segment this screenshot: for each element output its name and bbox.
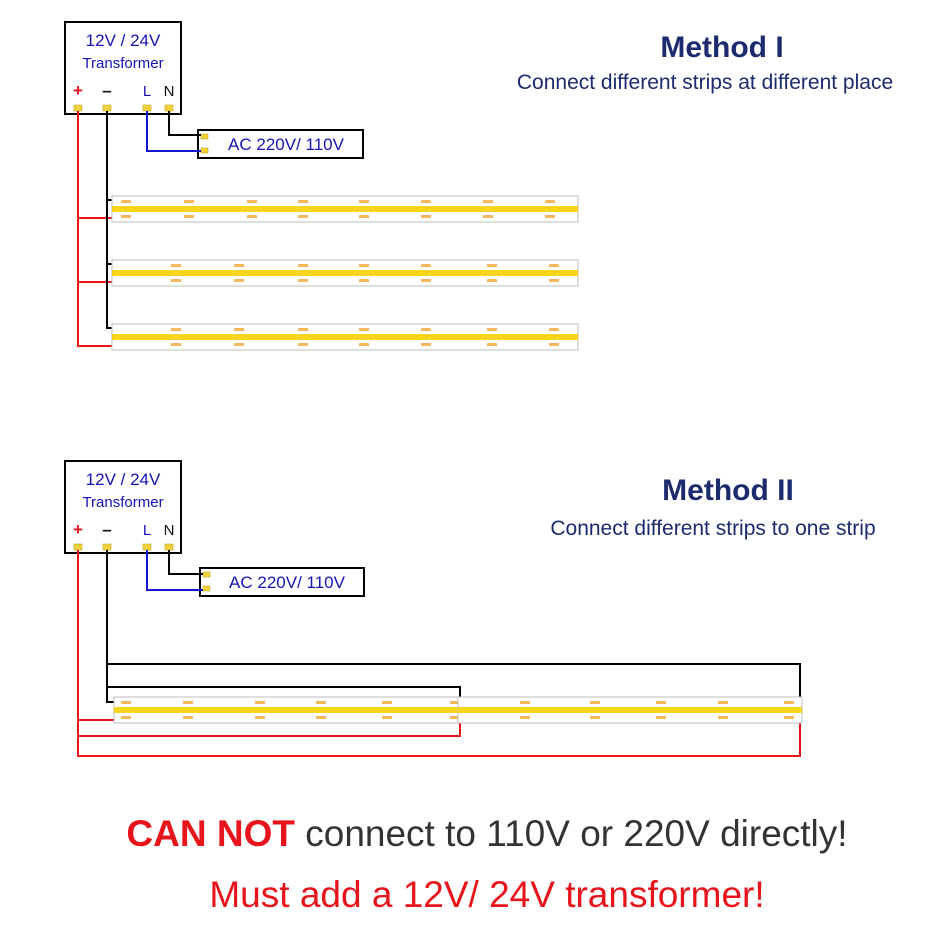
method2-title: Method II (662, 474, 794, 507)
terminal-negative-pad (102, 104, 112, 112)
terminal-positive-label: + (73, 520, 83, 539)
ac-label: AC 220V/ 110V (229, 573, 346, 592)
terminal-neutral-pad (164, 543, 174, 551)
positive-wire-main (77, 550, 114, 721)
warning-line-1: CAN NOT connect to 110V or 220V directly… (126, 813, 847, 854)
transformer-box (64, 21, 182, 115)
led-dots (121, 701, 460, 719)
led-strip (111, 323, 579, 351)
method2-transformer: 12V / 24V Transformer + – L N (64, 460, 182, 554)
terminal-neutral-label: N (164, 83, 175, 100)
warning-line-2: Must add a 12V/ 24V transformer! (209, 874, 764, 915)
transformer-voltage-label: 12V / 24V (86, 31, 161, 50)
transformer-name-label: Transformer (82, 55, 163, 72)
terminal-neutral-label: N (164, 522, 175, 539)
led-dots (171, 264, 559, 282)
positive-wire-to-strip1-end (77, 720, 461, 737)
led-strip (113, 696, 460, 724)
method2-ac-source: AC 220V/ 110V (199, 567, 365, 597)
led-dots (520, 701, 794, 719)
terminal-negative-label: – (102, 81, 111, 100)
ac-pad-top (200, 133, 209, 140)
terminal-live-label: L (143, 522, 151, 539)
terminal-positive-label: + (73, 81, 83, 100)
live-wire (146, 550, 203, 591)
transformer-name-label: Transformer (82, 494, 163, 511)
negative-wire-to-strip2-end (107, 663, 801, 702)
method1-ac-source: AC 220V/ 110V (197, 129, 364, 159)
terminal-positive-pad (73, 104, 83, 112)
neutral-wire (168, 111, 201, 136)
method2-subtitle: Connect different strips to one strip (550, 517, 875, 540)
warning-rest: connect to 110V or 220V directly! (295, 813, 848, 854)
transformer-box (64, 460, 182, 554)
ac-pad-top (202, 571, 211, 578)
method1-transformer: 12V / 24V Transformer + – L N (64, 21, 182, 115)
terminal-neutral-pad (164, 104, 174, 112)
negative-wire-main (106, 550, 114, 703)
method1-subtitle: Connect different strips at different pl… (517, 71, 893, 94)
ac-box (199, 567, 365, 597)
method1-title: Method I (660, 31, 783, 64)
led-dots (171, 328, 559, 346)
positive-wire-to-strip2-end (77, 720, 801, 757)
led-strip (111, 259, 579, 287)
warning-emphasis: CAN NOT (126, 813, 295, 854)
neutral-wire (168, 550, 203, 575)
terminal-negative-label: – (102, 520, 111, 539)
terminal-negative-pad (102, 543, 112, 551)
warning-section: CAN NOT connect to 110V or 220V directly… (126, 813, 847, 915)
ac-pad-bottom (202, 585, 211, 592)
positive-wire-main (77, 111, 114, 347)
method1-section: Method I Connect different strips at dif… (64, 21, 893, 351)
terminal-positive-pad (73, 543, 83, 551)
method2-section: Method II Connect different strips to on… (64, 460, 876, 757)
led-strip (111, 195, 579, 223)
ac-label: AC 220V/ 110V (228, 135, 345, 154)
led-dots (121, 200, 555, 218)
led-strip (457, 696, 803, 724)
live-wire (146, 111, 201, 152)
ac-pad-bottom (200, 147, 209, 154)
transformer-voltage-label: 12V / 24V (86, 470, 161, 489)
terminal-live-pad (142, 543, 152, 551)
ac-box (197, 129, 364, 159)
terminal-live-pad (142, 104, 152, 112)
terminal-live-label: L (143, 83, 151, 100)
